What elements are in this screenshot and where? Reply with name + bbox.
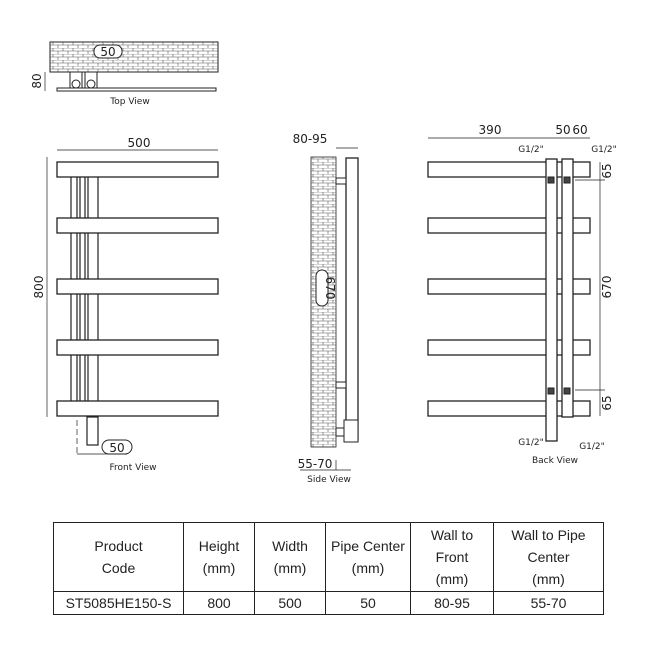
- back-bottom-offset-label: 65: [600, 395, 614, 410]
- side-pipe-spacing-label: 670: [323, 277, 337, 300]
- back-right-dim-label: 60: [572, 123, 587, 137]
- cell-wall-to-pipe-center: 55-70: [493, 591, 604, 615]
- front-height-label: 800: [32, 276, 46, 299]
- technical-drawing: 50 80 Top View 500 800 50 Front View: [30, 41, 617, 485]
- top-view-caption: Top View: [109, 97, 149, 107]
- connection-label: G1/2": [579, 442, 605, 452]
- cell-width: 500: [254, 591, 326, 615]
- cell-pipe-center: 50: [325, 591, 411, 615]
- wall: [49, 41, 219, 73]
- back-pipe-spacing-label: 670: [600, 276, 614, 299]
- table-row: ST5085HE150-S 800 500 50 80-95 55-70: [53, 591, 604, 615]
- front-pipe-center-label: 50: [109, 441, 124, 455]
- side-wall-to-pipe-label: 55-70: [298, 457, 333, 471]
- side-wall-to-front-label: 80-95: [293, 132, 328, 146]
- front-view: [46, 149, 219, 456]
- side-view: [300, 147, 359, 471]
- connection-label: G1/2": [591, 145, 617, 155]
- cell-height: 800: [183, 591, 255, 615]
- connection-label: G1/2": [518, 438, 544, 448]
- top-pipe-center-label: 50: [100, 45, 115, 59]
- back-view: [427, 137, 605, 442]
- front-view-caption: Front View: [110, 463, 157, 473]
- back-view-caption: Back View: [532, 456, 578, 466]
- header-pipe-center: Pipe Center(mm): [325, 522, 411, 592]
- header-width: Width(mm): [254, 522, 326, 592]
- header-height: Height(mm): [183, 522, 255, 592]
- connection-label: G1/2": [518, 145, 544, 155]
- front-width-label: 500: [128, 136, 151, 150]
- back-pipe-dim-label: 50: [555, 123, 570, 137]
- top-view: 50 80 Top View: [30, 41, 219, 107]
- cell-wall-to-front: 80-95: [410, 591, 494, 615]
- cell-product-code: ST5085HE150-S: [53, 591, 184, 615]
- back-left-dim-label: 390: [479, 123, 502, 137]
- side-view-caption: Side View: [307, 475, 351, 485]
- back-top-offset-label: 65: [600, 163, 614, 178]
- top-depth-label: 80: [30, 73, 44, 88]
